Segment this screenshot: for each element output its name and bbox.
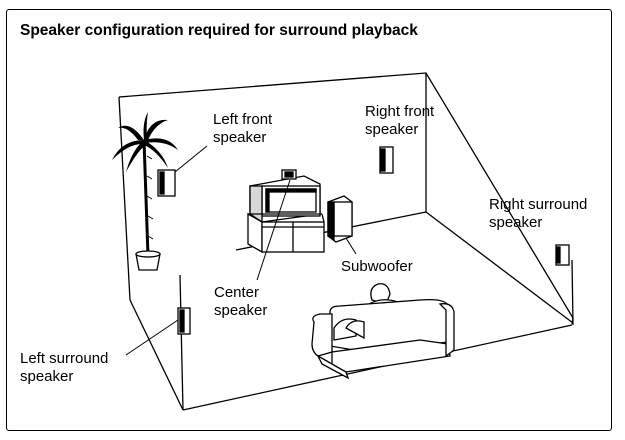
right-front-speaker-icon [379,146,394,174]
left-surround-leader [125,319,179,356]
left-surround-label: Left surround speaker [20,350,109,385]
subwoofer-icon [327,195,353,243]
left-front-label: Left front speaker [213,111,273,146]
center-leader [256,179,291,281]
left-surround-speaker-icon [177,307,191,335]
diagram-title: Speaker configuration required for surro… [20,22,418,39]
left-front-leader [174,145,208,173]
right-front-label: Right front speaker [365,103,435,138]
diagram-frame [6,9,612,431]
subwoofer-label: Subwoofer [341,258,413,275]
center-label: Center speaker [214,284,268,319]
sofa-icon [311,283,455,380]
television-icon [247,169,325,254]
right-surround-speaker-icon [555,244,570,266]
left-front-speaker-icon [157,169,176,197]
right-surround-label: Right surround speaker [489,196,588,231]
subwoofer-leader [345,237,357,255]
plant-icon [112,112,178,271]
